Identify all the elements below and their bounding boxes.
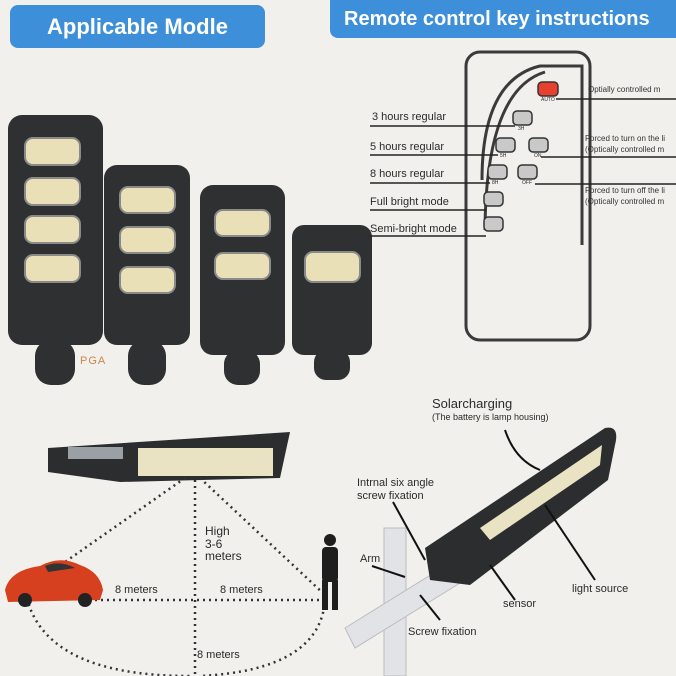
remote-instructions-header: Remote control key instructions [330,0,676,38]
applicable-model-header: Applicable Modle [10,5,265,48]
button-auto-label: AUTO [541,97,555,103]
button-3h-label: 3H [518,126,525,132]
label-8h: 8 hours regular [370,168,444,180]
arm-label: Arm [360,553,381,565]
label-off-desc-2: (Optically controlled m [585,197,665,206]
solar-note-label: (The battery is lamp housing) [432,412,549,422]
installed-lamp [48,432,290,482]
height-label-1: High [205,524,230,538]
button-5h-label: 5H [500,153,507,159]
watermark: PGA [80,355,107,367]
label-3h: 3 hours regular [372,111,446,123]
light-coverage [23,476,327,676]
button-8h-label: 8H [492,180,499,186]
sensor-label: sensor [503,598,537,610]
internal-screw-label-2: screw fixation [357,490,424,502]
label-semi-bright: Semi-bright mode [370,223,457,235]
light-source-label: light source [572,583,629,595]
height-label-3: meters [205,549,242,563]
internal-screw-label-1: Intrnal six angle [357,477,435,489]
label-on-desc-2: (Optically controlled m [585,145,665,154]
distance-left: 8 meters [115,584,158,596]
label-on-desc-1: Forced to turn on the li [585,134,666,143]
car [5,560,103,607]
label-off-desc-1: Forced to turn off the li [585,186,665,195]
solar-charging-label: Solarcharging [432,396,513,411]
distance-right: 8 meters [220,584,263,596]
lamp-model-4 [292,225,372,380]
button-off-label: OFF [522,180,532,186]
label-5h: 5 hours regular [370,141,444,153]
pole [344,527,461,676]
label-full-bright: Full bright mode [370,196,449,208]
button-on-label: ON [534,153,542,159]
label-auto-desc: Optially controlled m [588,85,661,94]
distance-bottom: 8 meters [197,649,240,661]
person [322,534,338,610]
screw-fixation-label: Screw fixation [408,626,477,638]
height-label-2: 3-6 [205,537,223,551]
street-lamp [425,427,617,585]
